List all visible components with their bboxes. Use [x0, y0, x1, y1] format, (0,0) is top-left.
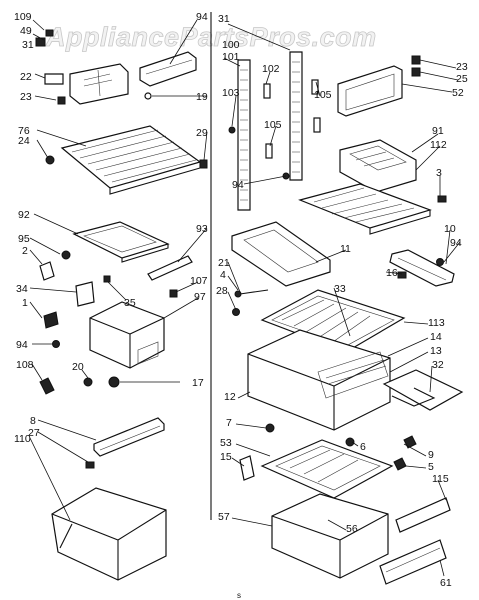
callout-6: 6 — [360, 441, 366, 453]
callout-27: 27 — [28, 427, 40, 439]
callout-49: 49 — [20, 25, 32, 37]
callout-110: 110 — [14, 433, 31, 445]
callout-93: 93 — [196, 223, 208, 235]
panel-115 — [395, 497, 451, 533]
right-callouts: 31 100 101 102 103 105 105 94 23 25 52 9… — [216, 13, 468, 589]
callout-10: 10 — [444, 223, 456, 235]
callout-5: 5 — [428, 461, 434, 473]
callout-109: 109 — [14, 11, 32, 23]
shelf-rail-8 — [93, 417, 165, 457]
callout-35: 35 — [124, 297, 136, 309]
callout-100: 100 — [222, 39, 240, 51]
light-shield — [139, 51, 197, 87]
callout-112: 112 — [430, 139, 447, 151]
callout-76: 76 — [18, 125, 30, 137]
callout-14: 14 — [430, 331, 442, 343]
callout-2: 2 — [22, 245, 28, 257]
callout-4: 4 — [220, 269, 226, 281]
clip-23 — [57, 96, 66, 105]
callout-107: 107 — [190, 275, 208, 287]
callout-1: 1 — [22, 297, 28, 309]
callout-61: 61 — [440, 577, 452, 589]
callout-20: 20 — [72, 361, 84, 373]
bracket-11 — [231, 221, 331, 287]
left-callouts: 109 49 31 94 22 23 19 76 24 29 92 95 2 9… — [14, 11, 208, 445]
callout-94b: 94 — [16, 339, 28, 351]
left-parts — [35, 29, 208, 581]
callout-9: 9 — [428, 449, 434, 461]
cover-32 — [382, 369, 464, 411]
callout-11: 11 — [340, 243, 351, 255]
callout-103: 103 — [222, 87, 240, 99]
clip-31 — [35, 37, 46, 47]
shelf-53 — [260, 439, 394, 499]
callout-92: 92 — [18, 209, 30, 221]
panel-61 — [379, 539, 447, 585]
callout-22: 22 — [20, 71, 32, 83]
callout-23r: 23 — [456, 61, 468, 73]
callout-24: 24 — [18, 135, 30, 147]
callout-21: 21 — [218, 257, 230, 269]
callout-3: 3 — [436, 167, 442, 179]
rail-100 — [289, 51, 303, 181]
bulb-19 — [144, 92, 152, 100]
callout-15: 15 — [220, 451, 232, 463]
callout-97: 97 — [194, 291, 206, 303]
callout-91: 91 — [432, 125, 444, 137]
footer-mark: s — [237, 591, 241, 600]
callout-94: 94 — [196, 11, 208, 23]
rail-93 — [147, 255, 193, 281]
callout-13: 13 — [430, 345, 442, 357]
callout-29: 29 — [196, 127, 208, 139]
callout-105a: 105 — [314, 89, 332, 101]
leader-lines — [29, 19, 461, 577]
callout-113: 113 — [428, 317, 445, 329]
light-panel-52 — [337, 65, 403, 117]
callout-56: 56 — [346, 523, 358, 535]
callout-31: 31 — [22, 39, 34, 51]
callout-17: 17 — [192, 377, 204, 389]
callout-31r: 31 — [218, 13, 230, 25]
right-parts — [228, 51, 464, 585]
rail-101 — [237, 59, 251, 211]
callout-33: 33 — [334, 283, 346, 295]
drawer-110 — [51, 487, 167, 581]
callout-34: 34 — [16, 283, 28, 295]
callout-102: 102 — [262, 63, 280, 75]
callout-94r2: 94 — [450, 237, 462, 249]
callout-32: 32 — [432, 359, 444, 371]
callout-16: 16 — [386, 267, 398, 279]
bin-97 — [89, 301, 165, 369]
callout-108: 108 — [16, 359, 34, 371]
callout-105b: 105 — [264, 119, 282, 131]
callout-94r: 94 — [232, 179, 244, 191]
bin-91 — [339, 139, 417, 193]
callout-28: 28 — [216, 285, 228, 297]
callout-101: 101 — [222, 51, 240, 63]
callout-8: 8 — [30, 415, 36, 427]
callout-52: 52 — [452, 87, 464, 99]
callout-19: 19 — [196, 91, 208, 103]
callout-12: 12 — [224, 391, 236, 403]
callout-95: 95 — [18, 233, 30, 245]
callout-23: 23 — [20, 91, 32, 103]
callout-53: 53 — [220, 437, 232, 449]
rail-10 — [389, 249, 455, 287]
callout-57: 57 — [218, 511, 230, 523]
callout-7: 7 — [226, 417, 232, 429]
callout-25: 25 — [456, 73, 468, 85]
callout-115: 115 — [432, 473, 449, 485]
